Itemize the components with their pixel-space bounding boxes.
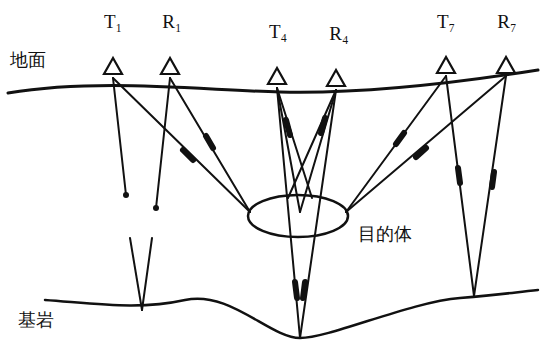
receiver-label: R₄ [329,24,348,45]
transmitter-label: T₄ [269,22,287,43]
transmitter-label: T₇ [437,12,455,33]
transmitter-label: T₁ [104,12,122,33]
receiver-label: R₁ [162,12,181,33]
ground-label: 地面 [10,50,46,70]
target-label: 目的体 [358,224,412,244]
receiver-label: R₇ [497,12,516,33]
bedrock-label: 基岩 [18,310,54,330]
